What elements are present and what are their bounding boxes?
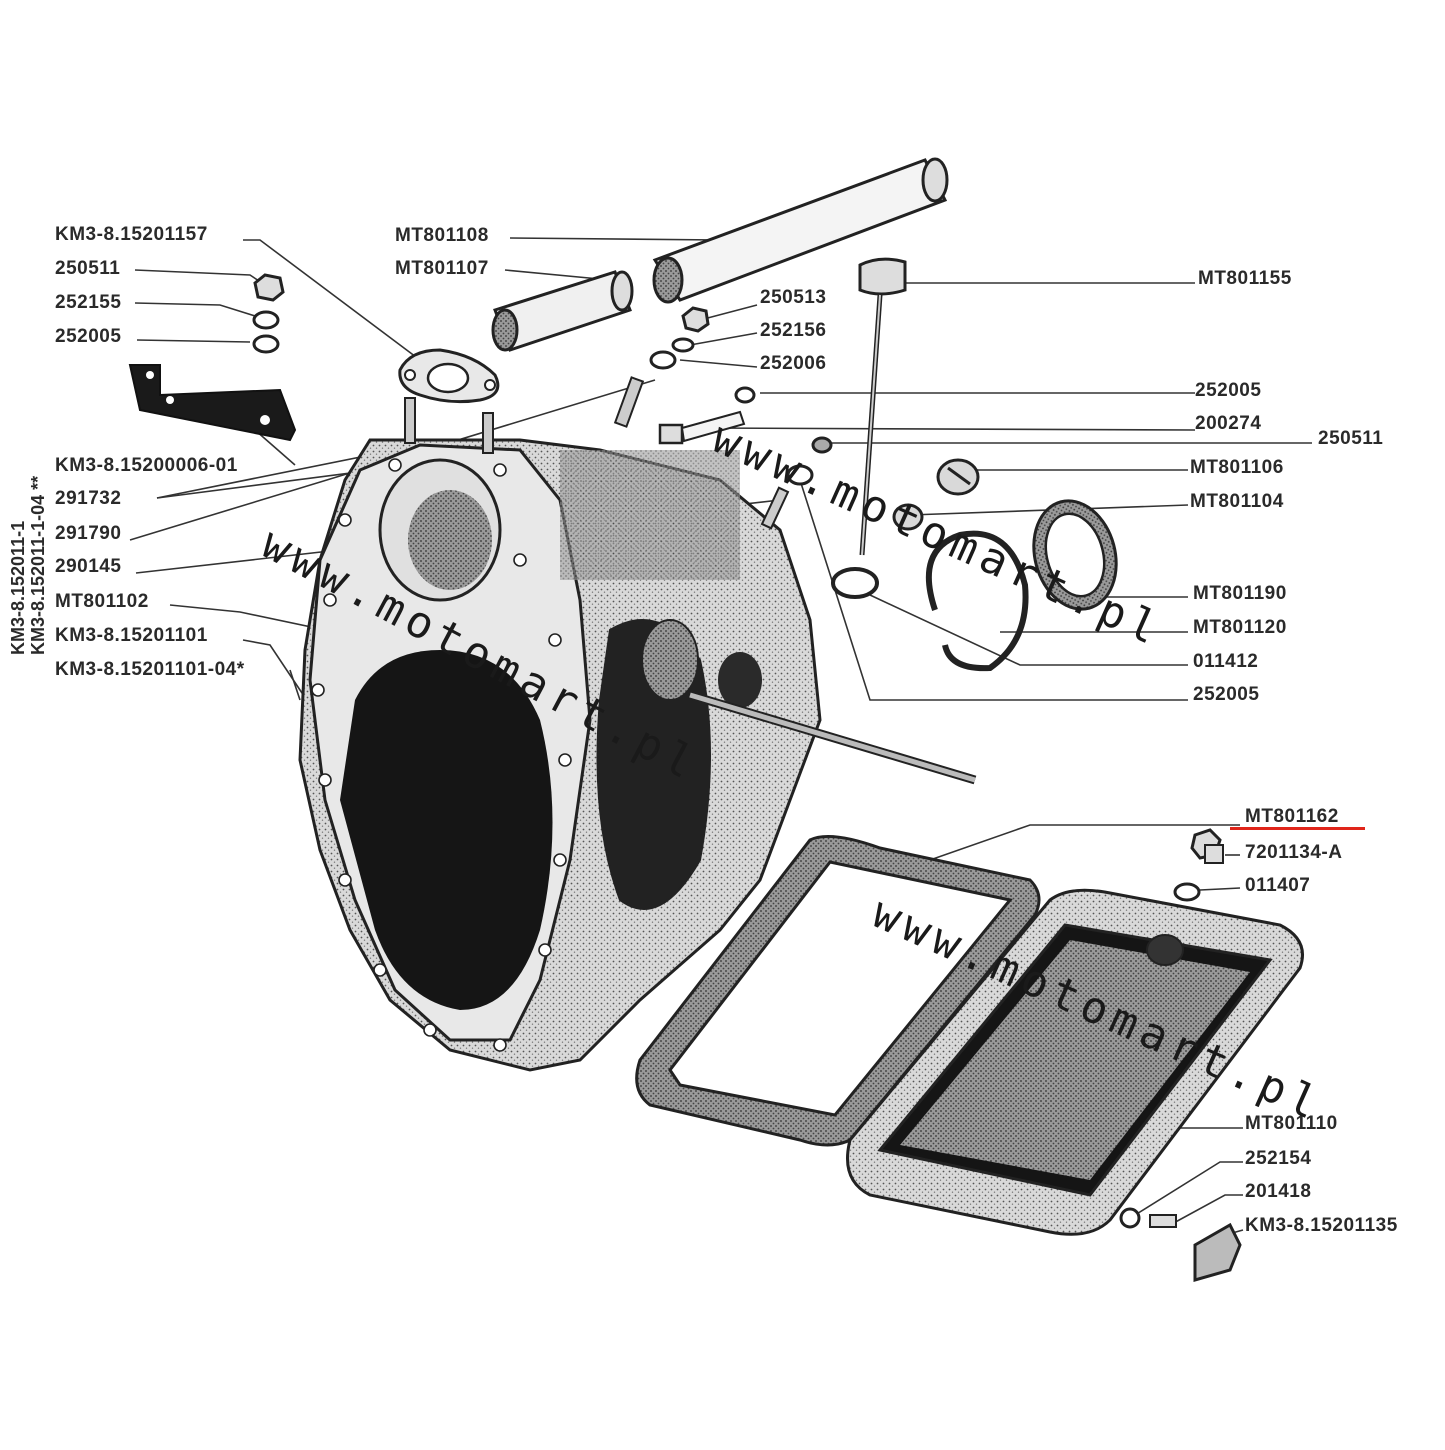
label-252005-right-top: 252005	[1195, 380, 1262, 401]
label-mt801162: MT801162	[1245, 806, 1339, 827]
lock-plate	[1149, 1214, 1242, 1282]
label-km3-152011-1: KM3-8.152011-1	[8, 520, 28, 655]
label-291790: 291790	[55, 523, 122, 544]
label-mt801190: MT801190	[1193, 583, 1287, 604]
label-mt801110: MT801110	[1245, 1113, 1338, 1134]
plugs	[892, 458, 1224, 864]
label-km3-15200006-01: KM3-8.15200006-01	[55, 455, 238, 476]
label-mt801107: MT801107	[395, 258, 489, 279]
rings	[925, 499, 1118, 672]
label-011412: 011412	[1193, 651, 1259, 672]
label-mt801106: MT801106	[1190, 457, 1284, 478]
label-250511-left: 250511	[55, 258, 121, 279]
label-252154: 252154	[1245, 1148, 1312, 1169]
label-km3-152011-1-04: KM3-8.152011-1-04 **	[28, 475, 48, 655]
label-mt801120: MT801120	[1193, 617, 1287, 638]
label-011407: 011407	[1245, 875, 1311, 896]
label-mt801108: MT801108	[395, 225, 489, 246]
label-252156: 252156	[760, 320, 827, 341]
label-250511-right: 250511	[1318, 428, 1384, 449]
label-252005-right-bottom: 252005	[1193, 684, 1260, 705]
label-km3-15201101: KM3-8.15201101	[55, 625, 208, 646]
label-252005-left: 252005	[55, 326, 122, 347]
label-7201134-a: 7201134-A	[1245, 842, 1343, 863]
bolt-200274	[658, 410, 746, 445]
label-252155: 252155	[55, 292, 122, 313]
label-mt801102: MT801102	[55, 591, 149, 612]
tube-short	[491, 270, 634, 352]
main-housing	[298, 438, 822, 1072]
label-250513: 250513	[760, 287, 827, 308]
small-hardware	[252, 273, 1201, 1229]
studs	[404, 376, 790, 530]
highlight-underline	[1230, 827, 1365, 830]
label-km3-15201135: KM3-8.15201135	[1245, 1215, 1398, 1236]
bracket	[128, 364, 297, 442]
oil-pan	[846, 888, 1304, 1236]
label-291732: 291732	[55, 488, 122, 509]
label-mt801155: MT801155	[1198, 268, 1292, 289]
label-290145: 290145	[55, 556, 122, 577]
label-km3-15201157: KM3-8.15201157	[55, 224, 208, 245]
label-201418: 201418	[1245, 1181, 1312, 1202]
dipstick	[858, 257, 907, 556]
label-252006: 252006	[760, 353, 827, 374]
pan-gasket	[635, 834, 1041, 1147]
label-200274: 200274	[1195, 413, 1262, 434]
label-mt801104: MT801104	[1190, 491, 1284, 512]
through-bolt	[688, 690, 977, 785]
flange-gasket	[398, 348, 500, 404]
label-km3-15201101-04: KM3-8.15201101-04*	[55, 659, 245, 680]
tube-long	[652, 157, 949, 304]
